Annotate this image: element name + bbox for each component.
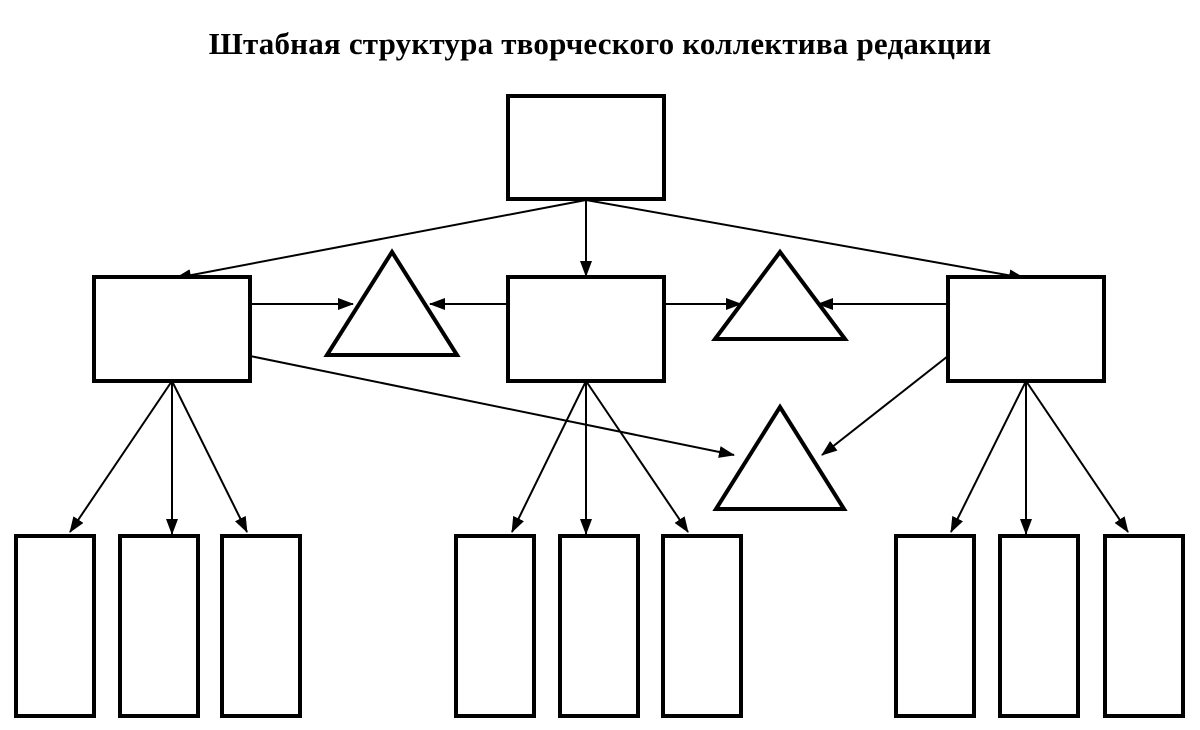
left-group-unit-1-box bbox=[14, 534, 96, 718]
center-group-unit-2-box bbox=[558, 534, 640, 718]
right-group-unit-1-box bbox=[894, 534, 976, 718]
connectors bbox=[69, 199, 1129, 535]
arrow-right-manager-to-unit-3 bbox=[1025, 380, 1129, 533]
arrow-left-manager-to-unit-1 bbox=[69, 380, 173, 533]
center-department-head-box bbox=[506, 275, 666, 383]
arrow-right-manager-to-unit-1 bbox=[950, 380, 1027, 533]
center-group-unit-1-box bbox=[454, 534, 536, 718]
right-group-unit-3-box bbox=[1103, 534, 1185, 718]
left-department-head-box bbox=[92, 275, 252, 383]
center-group-unit-3-box bbox=[661, 534, 743, 718]
arrow-center-manager-to-unit-1 bbox=[511, 380, 587, 533]
left-group-unit-3-box bbox=[220, 534, 302, 718]
diagram-title: Штабная структура творческого коллектива… bbox=[208, 26, 992, 61]
left-group-unit-2-box bbox=[118, 534, 200, 718]
arrow-left-manager-to-lower-staff bbox=[249, 355, 735, 458]
arrow-right-manager-to-lower-staff bbox=[821, 355, 949, 456]
arrow-center-manager-to-unit-3 bbox=[585, 380, 689, 533]
left-staff-unit-triangle bbox=[323, 248, 461, 357]
arrow-head-to-left-manager bbox=[175, 199, 587, 282]
lower-staff-unit-triangle bbox=[712, 403, 848, 511]
arrow-left-manager-to-unit-3 bbox=[171, 380, 248, 533]
editor-in-chief-box bbox=[506, 94, 666, 201]
right-department-head-box bbox=[946, 275, 1106, 383]
right-group-unit-2-box bbox=[998, 534, 1080, 718]
arrow-head-to-right-manager bbox=[585, 199, 1025, 282]
right-staff-unit-triangle bbox=[711, 248, 849, 341]
